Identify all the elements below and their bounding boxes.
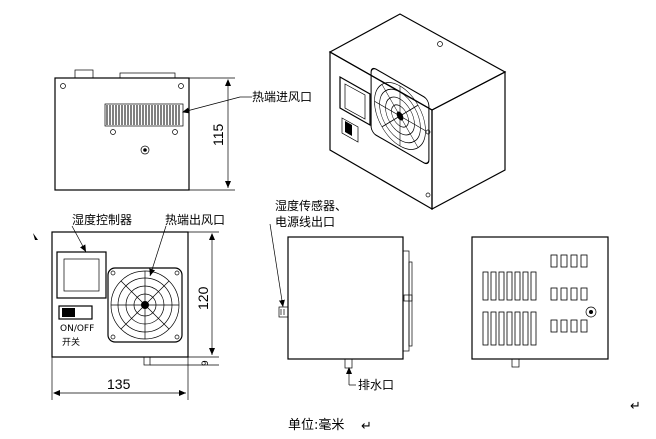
vent-slot [498, 311, 505, 346]
return-mark-icon: ↵ [361, 419, 372, 434]
screw-icon [425, 129, 431, 135]
vent-slot [560, 319, 568, 333]
controller-leader [71, 225, 87, 253]
isometric-view [328, 13, 507, 211]
dim-135: 135 [107, 376, 131, 392]
front-drain-nozzle [143, 356, 151, 366]
front-switch [58, 305, 93, 320]
vent-slot [490, 311, 497, 346]
front-display [56, 251, 107, 299]
vent-slot [530, 311, 537, 346]
back-view [471, 236, 609, 368]
sensor-connector [278, 306, 289, 318]
iso-side-face [431, 71, 506, 211]
vent-slot [550, 254, 558, 268]
top-view-body [54, 77, 190, 191]
power-line-label: 电源线出口 [275, 215, 335, 229]
screw-icon [437, 41, 443, 47]
back-drain-nozzle [511, 358, 520, 368]
drain-plug-center-icon [143, 148, 147, 152]
screw-icon [178, 83, 184, 89]
hot-outlet-leader [149, 225, 167, 277]
back-vent-slots [482, 254, 588, 346]
vent-slot [490, 271, 497, 301]
vent-slot [570, 254, 578, 268]
drain-label: 排水口 [358, 378, 394, 392]
iso-fan-icon [370, 67, 430, 165]
vent-slot [560, 287, 568, 301]
screw-icon [60, 83, 66, 89]
front-fan-icon [107, 267, 183, 343]
dim-115: 115 [210, 123, 226, 146]
units-caption: 单位:毫米 [288, 417, 344, 433]
vent-slot [550, 287, 558, 301]
back-view-body [471, 236, 609, 360]
switch-label: 开关 [62, 336, 80, 348]
screw-icon [172, 129, 178, 135]
hot-outlet-label: 热端出风口 [165, 213, 225, 227]
drain-plug-icon [140, 145, 150, 155]
sensor-label: 湿度传感器、 [275, 198, 347, 213]
vent-slot [570, 319, 578, 333]
stray-mark [33, 233, 38, 240]
vent-slot [506, 311, 513, 346]
vent-slot [560, 254, 568, 268]
vent-slot [580, 254, 588, 268]
screw-icon [110, 129, 116, 135]
vent-slot [522, 311, 529, 346]
vent-slot [550, 319, 558, 333]
vent-slot [498, 271, 505, 301]
vent-slot [580, 287, 588, 301]
vent-slot [482, 271, 489, 301]
heat-sink-fins [106, 105, 180, 125]
vent-slot [514, 311, 521, 346]
vent-slot [514, 271, 521, 301]
side-drain-nozzle [344, 358, 353, 369]
back-connector-icon [585, 306, 597, 318]
iso-top-face [328, 13, 507, 111]
front-view: ON/OFF 开关 湿度控制器 热端出风口 [51, 212, 225, 400]
vent-slot [580, 319, 588, 333]
vent-slot [522, 271, 529, 301]
dim-9: 9 [201, 360, 211, 366]
front-view-body [51, 231, 189, 358]
hot-inlet-grille [104, 103, 184, 127]
top-switch-tab [74, 69, 94, 79]
top-vent-edge [119, 72, 176, 79]
dim-120: 120 [195, 286, 211, 310]
side-view-body [287, 236, 404, 360]
on-off-label: ON/OFF [60, 324, 94, 334]
hot-inlet-leader [182, 96, 241, 114]
humidity-controller-label: 湿度控制器 [72, 212, 132, 227]
top-view: 热端进风口 115 [54, 69, 312, 191]
vent-slot [482, 311, 489, 346]
hot-inlet-label: 热端进风口 [252, 90, 312, 104]
sensor-leader [269, 223, 285, 308]
vent-slot [506, 271, 513, 301]
side-view: 排水口 湿度传感器、 电源线出口 [269, 198, 413, 392]
iso-display [339, 75, 371, 127]
iso-switch [341, 117, 359, 143]
screw-icon [425, 192, 431, 198]
return-mark-icon: ↵ [630, 399, 641, 414]
vent-slot [570, 287, 578, 301]
vent-slot [530, 271, 537, 301]
